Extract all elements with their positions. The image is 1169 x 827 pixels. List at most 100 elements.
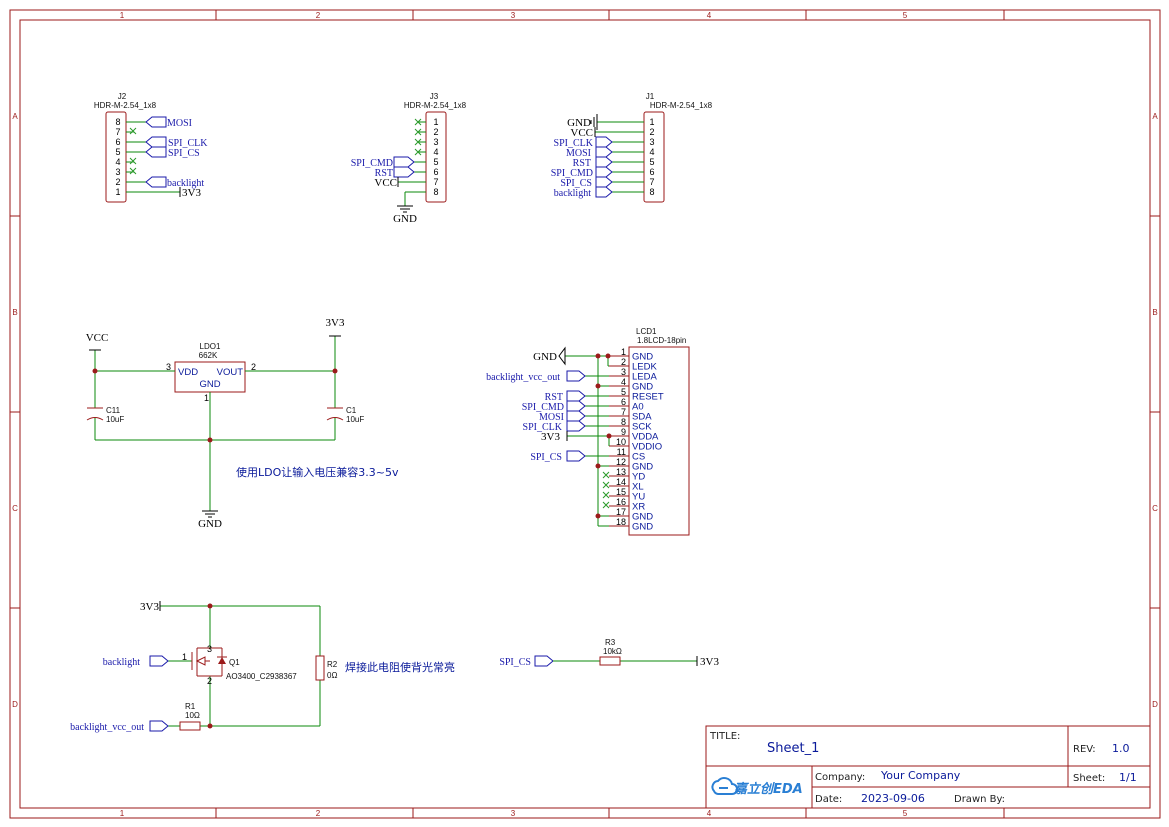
ldo-regulator[interactable]: LDO1 662K VDD VOUT GND 3 2 1 C11 10uF C1 xyxy=(86,317,399,530)
junction-dot xyxy=(207,437,213,443)
grid-col-4-bottom: 4 xyxy=(707,809,712,818)
lcd-pin-name: VDDA xyxy=(632,432,659,443)
lcd-pin-number: 16 xyxy=(616,497,626,507)
j3-net-spi-cmd: SPI_CMD xyxy=(351,158,393,169)
j1-pin: 1 xyxy=(649,117,654,127)
lcd-net-spi-cmd: SPI_CMD xyxy=(522,402,564,413)
ldo-pin-3: 3 xyxy=(166,362,171,372)
net-flag-icon xyxy=(393,166,415,178)
no-connect-icon xyxy=(414,128,422,136)
c1-ref: C1 xyxy=(346,406,357,415)
j2-pin: 4 xyxy=(115,157,120,167)
q1-pin-3: 3 xyxy=(207,644,212,654)
lcd-pin-number: 2 xyxy=(621,357,626,367)
capacitor-c1[interactable]: C1 10uF xyxy=(326,406,364,424)
j1-header[interactable]: J1 HDR-M-2.54_1x8 1 2 3 4 5 6 7 8 GND VC… xyxy=(551,92,713,203)
j2-pin: 1 xyxy=(115,187,120,197)
net-flag-icon xyxy=(595,146,613,158)
j2-header[interactable]: J2 HDR-M-2.54_1x8 8 7 6 5 4 3 2 1 MOSI S… xyxy=(94,92,208,203)
no-connect-icon xyxy=(414,118,422,126)
mosfet-q1[interactable]: 1 2 3 Q1 AO3400_C2938367 xyxy=(182,644,297,686)
net-flag-icon xyxy=(566,420,586,432)
q1-value: AO3400_C2938367 xyxy=(226,672,297,681)
j3-pin: 1 xyxy=(433,117,438,127)
grid-row-c-right: C xyxy=(1152,504,1158,513)
net-flag-icon xyxy=(149,720,169,732)
j2-net-3v3: 3V3 xyxy=(182,187,201,199)
tb-company-label: Company: xyxy=(815,772,865,783)
lcd-pin-name: XL xyxy=(632,482,644,493)
r3-value: 10kΩ xyxy=(603,647,622,656)
lcd-net-rst: RST xyxy=(545,392,563,403)
tb-title-label: TITLE: xyxy=(709,731,740,742)
j3-header[interactable]: J3 HDR-M-2.54_1x8 1 2 3 4 5 6 7 8 SPI_CM… xyxy=(351,92,467,225)
lcd-pin-number: 3 xyxy=(621,367,626,377)
bl-net-3v3: 3V3 xyxy=(140,601,159,613)
lcd-pin-number: 8 xyxy=(621,417,626,427)
no-connect-icon xyxy=(129,167,137,175)
lcd-pin-number: 13 xyxy=(616,467,626,477)
ldo-pin-vout: VOUT xyxy=(217,367,244,378)
lcd-pin-name: LEDK xyxy=(632,362,657,373)
lcd-pin-number: 18 xyxy=(616,517,626,527)
grid-col-1-bottom: 1 xyxy=(120,809,125,818)
r1-ref: R1 xyxy=(185,702,196,711)
j1-net-rst: RST xyxy=(573,158,591,169)
grid-col-5-top: 5 xyxy=(903,11,908,20)
lcd-pin-number: 12 xyxy=(616,457,626,467)
net-flag-icon xyxy=(393,156,415,168)
grid-row-b-right: B xyxy=(1152,308,1157,317)
j2-ref: J2 xyxy=(118,92,127,101)
grid-row-a-left: A xyxy=(12,112,18,121)
resistor-r2[interactable]: R2 0Ω xyxy=(315,655,338,681)
lcd-ref: LCD1 xyxy=(636,327,657,336)
j1-value: HDR-M-2.54_1x8 xyxy=(650,101,713,110)
resistor-r1[interactable]: R1 10Ω xyxy=(179,702,201,731)
lcd-pin-number: 10 xyxy=(616,437,626,447)
net-flag-icon xyxy=(566,390,586,402)
lcd-pin-name: GND xyxy=(632,352,653,363)
cs-pullup[interactable]: SPI_CS R3 10kΩ 3V3 xyxy=(499,638,719,668)
tb-rev-label: REV: xyxy=(1073,744,1096,755)
sheet-frame xyxy=(9,9,1161,819)
lcd-pin-name: XR xyxy=(632,502,645,513)
j3-pin: 2 xyxy=(433,127,438,137)
j3-net-rst: RST xyxy=(375,168,393,179)
j1-pin-numbers: 1 2 3 4 5 6 7 8 xyxy=(649,117,654,197)
j2-net-spi-cs: SPI_CS xyxy=(168,148,200,159)
ground-icon xyxy=(397,205,413,213)
c1-value: 10uF xyxy=(346,415,364,424)
j2-pin: 8 xyxy=(115,117,120,127)
tb-title: Sheet_1 xyxy=(767,741,819,756)
j1-pin: 2 xyxy=(649,127,654,137)
ground-icon xyxy=(558,346,566,366)
j1-pin: 7 xyxy=(649,177,654,187)
lcd-value: 1.8LCD-18pin xyxy=(637,336,686,345)
net-flag-icon xyxy=(145,136,167,148)
no-connect-icon xyxy=(414,148,422,156)
j2-pin: 2 xyxy=(115,177,120,187)
j1-net-gnd: GND xyxy=(567,117,591,129)
backlight-driver[interactable]: 3V3 backlight backlight_vcc_out 1 2 3 Q1… xyxy=(70,601,455,733)
junction-dot xyxy=(207,723,213,729)
lcd-pin-name: SCK xyxy=(632,422,652,433)
j3-pin: 8 xyxy=(433,187,438,197)
q1-ref: Q1 xyxy=(229,658,240,667)
lcd-pin-number: 15 xyxy=(616,487,626,497)
j1-net-vcc: VCC xyxy=(570,127,593,139)
title-block: TITLE: Sheet_1 REV: 1.0 Company: Your Co… xyxy=(705,725,1151,809)
lcd-pin-name: GND xyxy=(632,522,653,533)
net-flag-icon xyxy=(145,146,167,158)
j1-net-spi-cs: SPI_CS xyxy=(560,178,592,189)
j3-pin: 5 xyxy=(433,157,438,167)
tb-date-label: Date: xyxy=(815,794,842,805)
grid-labels: 1 2 3 4 5 1 2 3 4 5 A B C D A B C D xyxy=(12,11,1158,818)
grid-col-2-bottom: 2 xyxy=(316,809,321,818)
net-flag-icon xyxy=(595,156,613,168)
capacitor-c11[interactable]: C11 10uF xyxy=(86,406,124,424)
j1-pin: 3 xyxy=(649,137,654,147)
bl-net-vcc-out: backlight_vcc_out xyxy=(70,722,144,733)
ldo-net-vcc: VCC xyxy=(86,332,109,344)
